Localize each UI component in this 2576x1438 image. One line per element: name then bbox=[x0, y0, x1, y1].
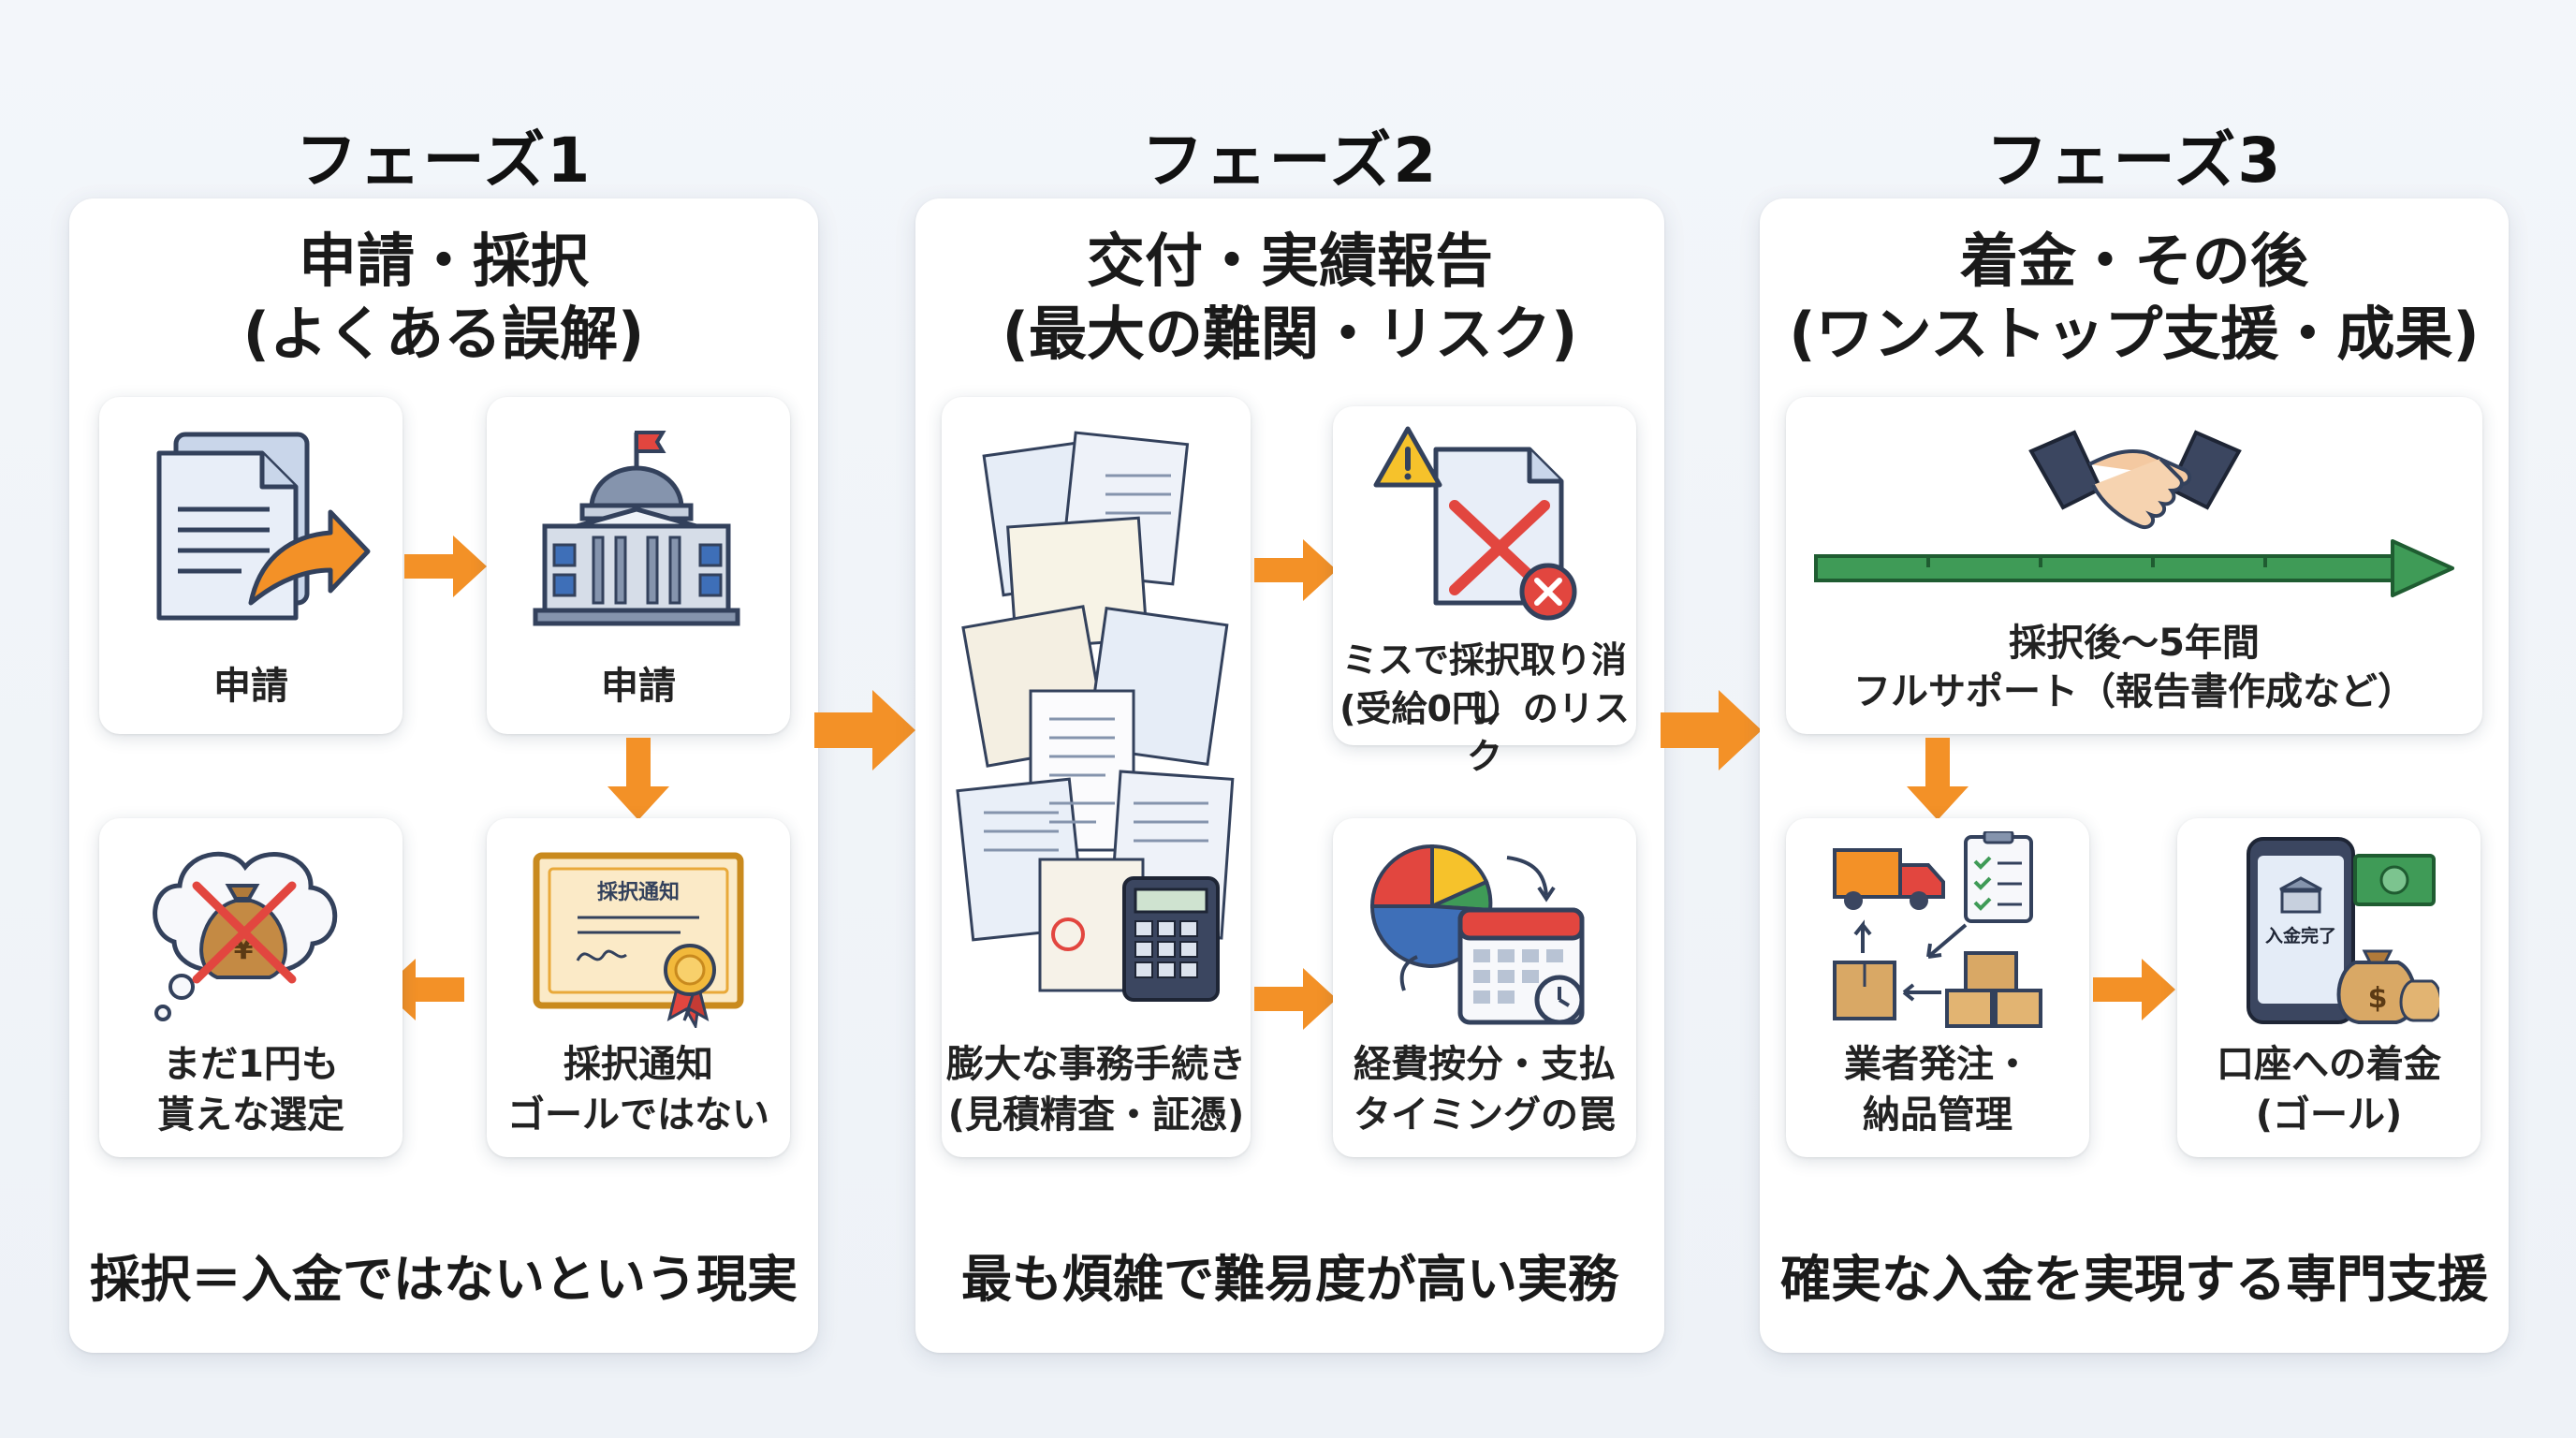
card-error-risk: ミスで採択取り消し (受給0円）のリスク bbox=[1333, 406, 1636, 777]
flow-arrow-left bbox=[382, 959, 464, 1020]
phase-3-label: フェーズ3 bbox=[1985, 125, 2283, 197]
card-support-line1: 採択後〜5年間 bbox=[2009, 622, 2260, 665]
phase-3-title: 着金・その後 bbox=[1959, 227, 2308, 295]
phone-deposit-icon: 入金完了 $ bbox=[2247, 837, 2439, 1024]
card-logistics-line2: 納品管理 bbox=[1863, 1093, 2012, 1137]
phase-2-title: 交付・実績報告 bbox=[1086, 227, 1493, 295]
card-deposit-line2: (ゴール) bbox=[2255, 1093, 2403, 1137]
card-expense-timing: 経費按分・支払 タイミングの罠 bbox=[1333, 818, 1636, 1157]
svg-text:$: $ bbox=[2368, 982, 2388, 1015]
timeline-arrow-icon bbox=[1814, 539, 2454, 597]
card-expense-line2: タイミングの罠 bbox=[1354, 1093, 1616, 1137]
money-bag-crossed-icon: ¥ bbox=[153, 851, 338, 1021]
phase-3-footer: 確実な入金を実現する専門支援 bbox=[1780, 1250, 2488, 1309]
card-error-line2: (受給0円）のリスク bbox=[1339, 688, 1630, 778]
flow-arrow-right bbox=[2093, 959, 2175, 1020]
pie-calendar-icon bbox=[1369, 844, 1585, 1025]
card-no-money: ¥ まだ1円も 貰えな選定 bbox=[99, 818, 402, 1157]
phase-1-footer: 採択＝入金ではないという現実 bbox=[90, 1250, 798, 1309]
flow-arrow-right bbox=[1254, 968, 1337, 1030]
phase-arrow-1-to-2 bbox=[814, 690, 915, 770]
card-government: 申請 bbox=[487, 397, 790, 734]
card-application: 申請 bbox=[99, 397, 402, 734]
card-paperwork-line2: (見積精査・証憑) bbox=[947, 1093, 1245, 1137]
certificate-badge-text: 採択通知 bbox=[597, 880, 680, 904]
flow-arrow-down bbox=[1907, 738, 1969, 820]
phase-2-label: フェーズ2 bbox=[1141, 125, 1439, 197]
card-certificate: 採択通知 採択通知 ゴールではない bbox=[487, 818, 790, 1157]
deposit-badge-text: 入金完了 bbox=[2265, 925, 2336, 946]
card-application-label: 申請 bbox=[213, 665, 288, 708]
document-error-icon bbox=[1373, 426, 1577, 621]
card-government-label: 申請 bbox=[601, 665, 676, 708]
card-no-money-line1: まだ1円も bbox=[163, 1043, 339, 1086]
phase-2-subtitle: (最大の難関・リスク) bbox=[1002, 300, 1578, 368]
card-support-line2: フルサポート（報告書作成など） bbox=[1853, 670, 2415, 713]
card-logistics-line1: 業者発注・ bbox=[1844, 1043, 2031, 1086]
phase-3-subtitle: (ワンストップ支援・成果) bbox=[1789, 300, 2480, 368]
flow-arrow-right bbox=[404, 536, 487, 597]
phase-3-panel: 着金・その後 (ワンストップ支援・成果) 採択後〜5年間 フルサポート（報告書作… bbox=[1760, 198, 2509, 1353]
flow-arrow-right bbox=[1254, 539, 1337, 601]
phase-1-panel: 申請・採択 (よくある誤解) 申請 bbox=[69, 198, 818, 1353]
paperwork-stack-icon bbox=[956, 431, 1235, 1002]
certificate-icon: 採択通知 bbox=[533, 852, 744, 1028]
card-certificate-line1: 採択通知 bbox=[564, 1043, 713, 1086]
phase-1-subtitle: (よくある誤解) bbox=[242, 300, 645, 368]
phase-arrow-2-to-3 bbox=[1661, 690, 1762, 770]
phase-1-title: 申請・採択 bbox=[298, 227, 589, 295]
card-paperwork-line1: 膨大な事務手続き bbox=[946, 1043, 1246, 1086]
card-full-support: 採択後〜5年間 フルサポート（報告書作成など） bbox=[1786, 397, 2482, 734]
card-logistics: 業者発注・ 納品管理 bbox=[1786, 818, 2089, 1157]
document-send-icon bbox=[156, 432, 371, 621]
card-deposit-line1: 口座への着金 bbox=[2217, 1043, 2441, 1086]
phase-2-footer: 最も煩雑で難易度が高い実務 bbox=[961, 1250, 1618, 1309]
phase-2-panel: 交付・実績報告 (最大の難関・リスク) bbox=[915, 198, 1664, 1353]
card-paperwork: 膨大な事務手続き (見積精査・証憑) bbox=[942, 397, 1251, 1157]
government-building-icon bbox=[533, 431, 740, 626]
logistics-icon bbox=[1833, 831, 2042, 1028]
card-expense-line1: 経費按分・支払 bbox=[1354, 1043, 1616, 1086]
phase-1-label: フェーズ1 bbox=[295, 125, 593, 197]
card-deposit: 入金完了 $ 口座への着金 (ゴール) bbox=[2177, 818, 2481, 1157]
card-error-line1: ミスで採択取り消し bbox=[1341, 639, 1627, 729]
handshake-icon bbox=[2028, 430, 2242, 529]
card-certificate-line2: ゴールではない bbox=[507, 1093, 769, 1137]
flow-arrow-down bbox=[607, 738, 669, 820]
card-no-money-line2: 貰えな選定 bbox=[157, 1093, 344, 1137]
